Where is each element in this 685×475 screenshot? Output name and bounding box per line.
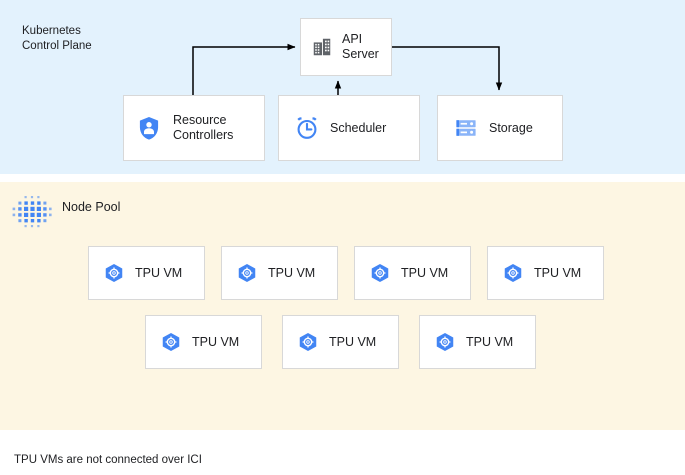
tpu-hexagon-gear-icon [160,331,182,353]
shield-user-icon [136,115,162,141]
tpu-vm-label: TPU VM [192,334,240,349]
scheduler-box[interactable]: Scheduler [278,95,420,161]
scheduler-label: Scheduler [330,120,387,135]
api-server-box[interactable]: API Server [300,18,392,76]
building-icon [311,36,333,58]
control-plane-title: Kubernetes Control Plane [22,25,92,52]
tpu-hexagon-gear-icon [369,262,391,284]
node-pool-title: Node Pool [62,200,121,214]
tpu-vm-box[interactable]: TPU VM [88,246,205,300]
tpu-vm-box[interactable]: TPU VM [354,246,471,300]
storage-box[interactable]: Storage [437,95,563,161]
tpu-vm-box[interactable]: TPU VM [221,246,338,300]
tpu-vm-box[interactable]: TPU VM [145,315,262,369]
resource-controllers-box[interactable]: Resource Controllers [123,95,265,161]
node-pool-dots-icon [11,193,53,233]
server-rack-icon [454,116,478,140]
tpu-vm-label: TPU VM [268,265,316,280]
tpu-hexagon-gear-icon [502,262,524,284]
resource-controllers-label: Resource Controllers [173,113,234,142]
tpu-vm-label: TPU VM [534,265,582,280]
tpu-vm-label: TPU VM [401,265,449,280]
tpu-hexagon-gear-icon [434,331,456,353]
tpu-vm-label: TPU VM [135,265,183,280]
tpu-hexagon-gear-icon [236,262,258,284]
storage-label: Storage [489,120,533,135]
tpu-vm-label: TPU VM [329,334,377,349]
tpu-vm-box[interactable]: TPU VM [419,315,536,369]
tpu-vm-label: TPU VM [466,334,514,349]
tpu-vm-box[interactable]: TPU VM [282,315,399,369]
api-server-label: API Server [342,32,379,61]
tpu-vm-box[interactable]: TPU VM [487,246,604,300]
alarm-clock-icon [295,116,319,140]
tpu-hexagon-gear-icon [297,331,319,353]
diagram-caption: TPU VMs are not connected over ICI [14,454,202,466]
tpu-hexagon-gear-icon [103,262,125,284]
node-pool-panel [0,182,685,430]
